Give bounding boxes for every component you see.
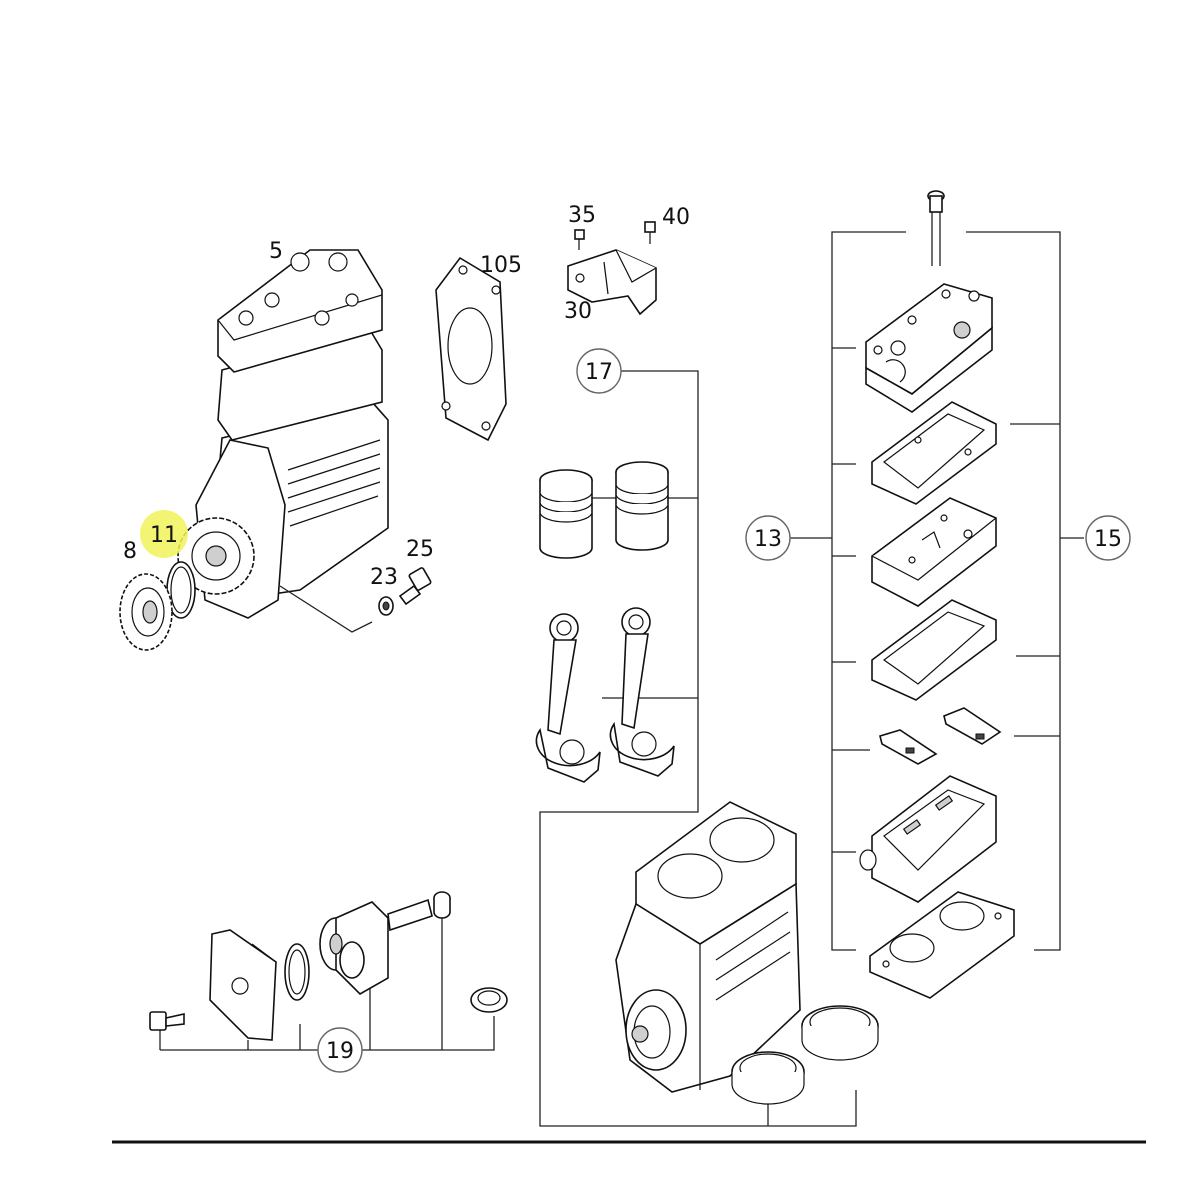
cylinder-head-part [865, 283, 993, 413]
lower-head-part [859, 775, 997, 903]
bottom-gasket-part [869, 891, 1015, 999]
connecting-rod-part [535, 613, 601, 783]
callout-23: 23 [370, 565, 398, 590]
valve-plate-part [871, 497, 997, 607]
end-cover-part [209, 929, 277, 1041]
callout-25: 25 [406, 537, 434, 562]
head-bolt-part [927, 190, 945, 266]
head-gasket-part [871, 599, 997, 701]
screw-part [574, 229, 585, 250]
callout-15: 15 [1094, 527, 1122, 552]
seal-ring-part [801, 1005, 879, 1061]
piston-part [539, 469, 593, 559]
callout-19: 19 [326, 1039, 354, 1064]
callout-5: 5 [269, 239, 283, 264]
bushing-part [433, 891, 451, 919]
crankcase-part [615, 801, 801, 1093]
head-gasket-part [871, 401, 997, 505]
washer-part [378, 596, 394, 616]
reed-valve-part [943, 707, 1002, 745]
reed-valve-part [879, 729, 938, 765]
bolt-part [398, 567, 432, 606]
callout-11: 11 [150, 523, 178, 548]
shaft-seal-part [470, 987, 508, 1013]
callout-35: 35 [568, 203, 596, 228]
bracket-part [567, 249, 657, 316]
bolt-part [149, 1011, 185, 1031]
screw-part [644, 221, 656, 244]
callout-circle-13 [745, 515, 791, 561]
callout-17: 17 [585, 360, 613, 385]
callout-circle-17 [576, 348, 622, 394]
seal-ring-part [731, 1051, 805, 1105]
o-ring-part [284, 943, 310, 1001]
callout-8: 8 [123, 539, 137, 564]
crankshaft-part [319, 898, 433, 995]
callout-105: 105 [480, 253, 522, 278]
compressor-assembly [177, 249, 389, 633]
callout-13: 13 [754, 527, 782, 552]
connecting-rod-part [609, 607, 675, 777]
piston-part [615, 461, 669, 551]
callout-circle-19 [317, 1027, 363, 1073]
gear-part [119, 573, 173, 651]
callout-circle-15 [1085, 515, 1131, 561]
gasket-part [435, 256, 507, 442]
callout-40: 40 [662, 205, 690, 230]
callout-30: 30 [564, 299, 592, 324]
callout-highlight [140, 510, 188, 558]
